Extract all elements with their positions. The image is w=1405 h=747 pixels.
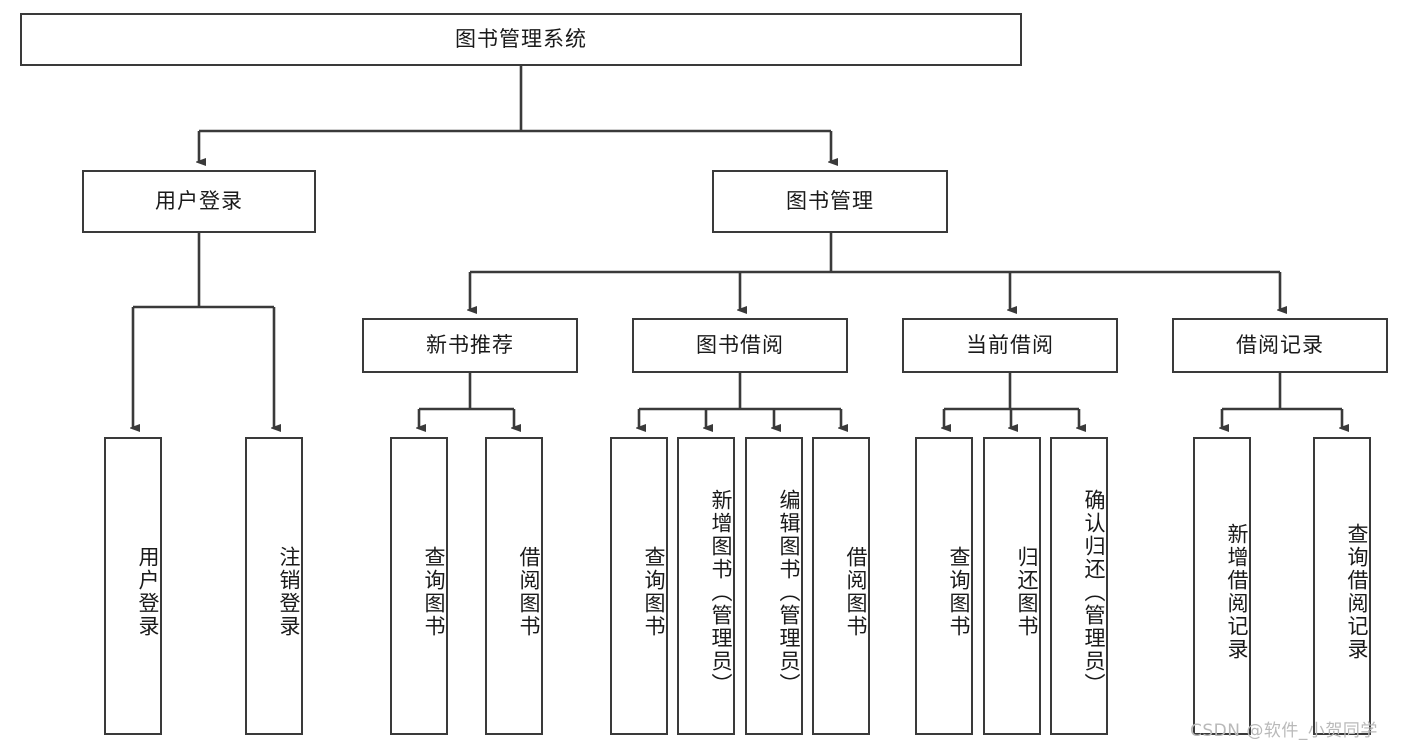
leaf-edit-book-admin-label: 编辑图书（管理员）	[777, 488, 801, 696]
leaf-logout[interactable]: 注销登录	[245, 437, 303, 735]
node-user-login[interactable]: 用户登录	[82, 170, 316, 233]
leaf-query-book-recommend[interactable]: 查询图书	[390, 437, 448, 735]
leaf-add-book-admin[interactable]: 新增图书（管理员）	[677, 437, 735, 735]
node-root-label: 图书管理系统	[455, 26, 587, 51]
leaf-query-borrow-record-label: 查询借阅记录	[1345, 523, 1369, 661]
leaf-edit-book-admin[interactable]: 编辑图书（管理员）	[745, 437, 803, 735]
leaf-borrow-book-recommend-label: 借阅图书	[517, 546, 541, 638]
node-borrow-records[interactable]: 借阅记录	[1172, 318, 1388, 373]
leaf-borrow-book[interactable]: 借阅图书	[812, 437, 870, 735]
node-book-management-label: 图书管理	[786, 188, 874, 213]
leaf-query-book-borrow-label: 查询图书	[642, 546, 666, 638]
node-current-borrow-label: 当前借阅	[966, 332, 1054, 357]
node-user-login-label: 用户登录	[155, 188, 243, 213]
node-new-book-recommend-label: 新书推荐	[426, 332, 514, 357]
leaf-confirm-return-admin-label: 确认归还（管理员）	[1082, 488, 1106, 696]
node-new-book-recommend[interactable]: 新书推荐	[362, 318, 578, 373]
leaf-borrow-book-label: 借阅图书	[844, 546, 868, 638]
node-book-management[interactable]: 图书管理	[712, 170, 948, 233]
leaf-return-book-label: 归还图书	[1015, 546, 1039, 638]
leaf-add-borrow-record-label: 新增借阅记录	[1225, 523, 1249, 661]
leaf-query-book-current-label: 查询图书	[947, 546, 971, 638]
leaf-add-book-admin-label: 新增图书（管理员）	[709, 488, 733, 696]
leaf-query-book-recommend-label: 查询图书	[422, 546, 446, 638]
leaf-query-book-borrow[interactable]: 查询图书	[610, 437, 668, 735]
leaf-add-borrow-record[interactable]: 新增借阅记录	[1193, 437, 1251, 735]
node-book-borrow-label: 图书借阅	[696, 332, 784, 357]
leaf-return-book[interactable]: 归还图书	[983, 437, 1041, 735]
leaf-query-borrow-record[interactable]: 查询借阅记录	[1313, 437, 1371, 735]
node-book-borrow[interactable]: 图书借阅	[632, 318, 848, 373]
leaf-confirm-return-admin[interactable]: 确认归还（管理员）	[1050, 437, 1108, 735]
leaf-logout-label: 注销登录	[277, 546, 301, 638]
node-borrow-records-label: 借阅记录	[1236, 332, 1324, 357]
node-current-borrow[interactable]: 当前借阅	[902, 318, 1118, 373]
leaf-borrow-book-recommend[interactable]: 借阅图书	[485, 437, 543, 735]
leaf-user-login-label: 用户登录	[136, 546, 160, 638]
node-root[interactable]: 图书管理系统	[20, 13, 1022, 66]
leaf-query-book-current[interactable]: 查询图书	[915, 437, 973, 735]
leaf-user-login[interactable]: 用户登录	[104, 437, 162, 735]
